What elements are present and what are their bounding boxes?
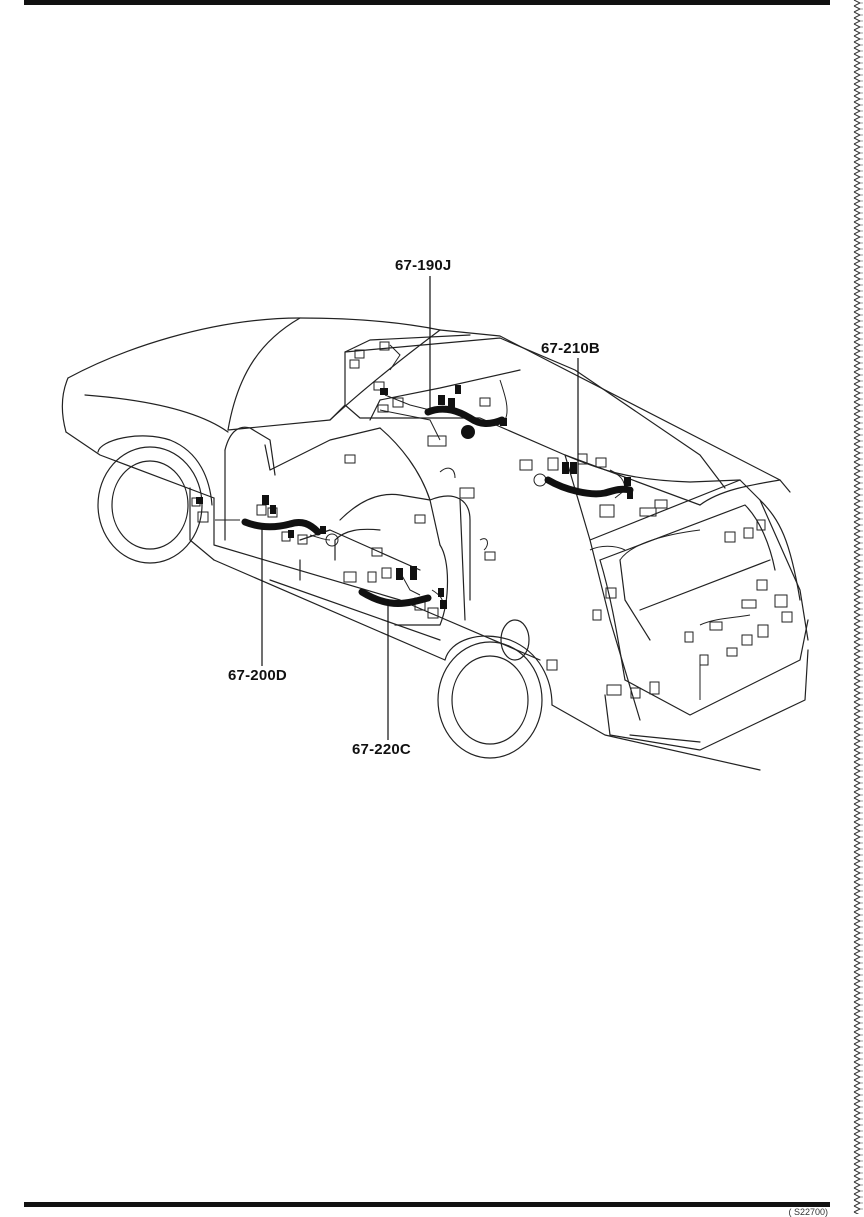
harness-rear-floor [358, 588, 432, 607]
harness-bundles [241, 405, 634, 607]
callout-label-67-190J: 67-190J [395, 257, 452, 274]
page-edge-border [851, 0, 864, 1214]
callout-label-67-200D: 67-200D [228, 667, 287, 684]
harness-front-floor [241, 518, 322, 536]
connectors [191, 341, 793, 700]
figure-reference: ( S22700) [788, 1207, 828, 1217]
leader-lines [261, 276, 579, 740]
callout-label-67-210B: 67-210B [541, 340, 600, 357]
harness-roof [424, 405, 506, 427]
vehicle-outline [61, 317, 809, 771]
harness-detail [196, 385, 633, 609]
top-rule [24, 0, 830, 5]
callout-label-67-220C: 67-220C [352, 741, 411, 758]
bottom-rule [24, 1202, 830, 1207]
harness-rear-roof [544, 476, 634, 498]
